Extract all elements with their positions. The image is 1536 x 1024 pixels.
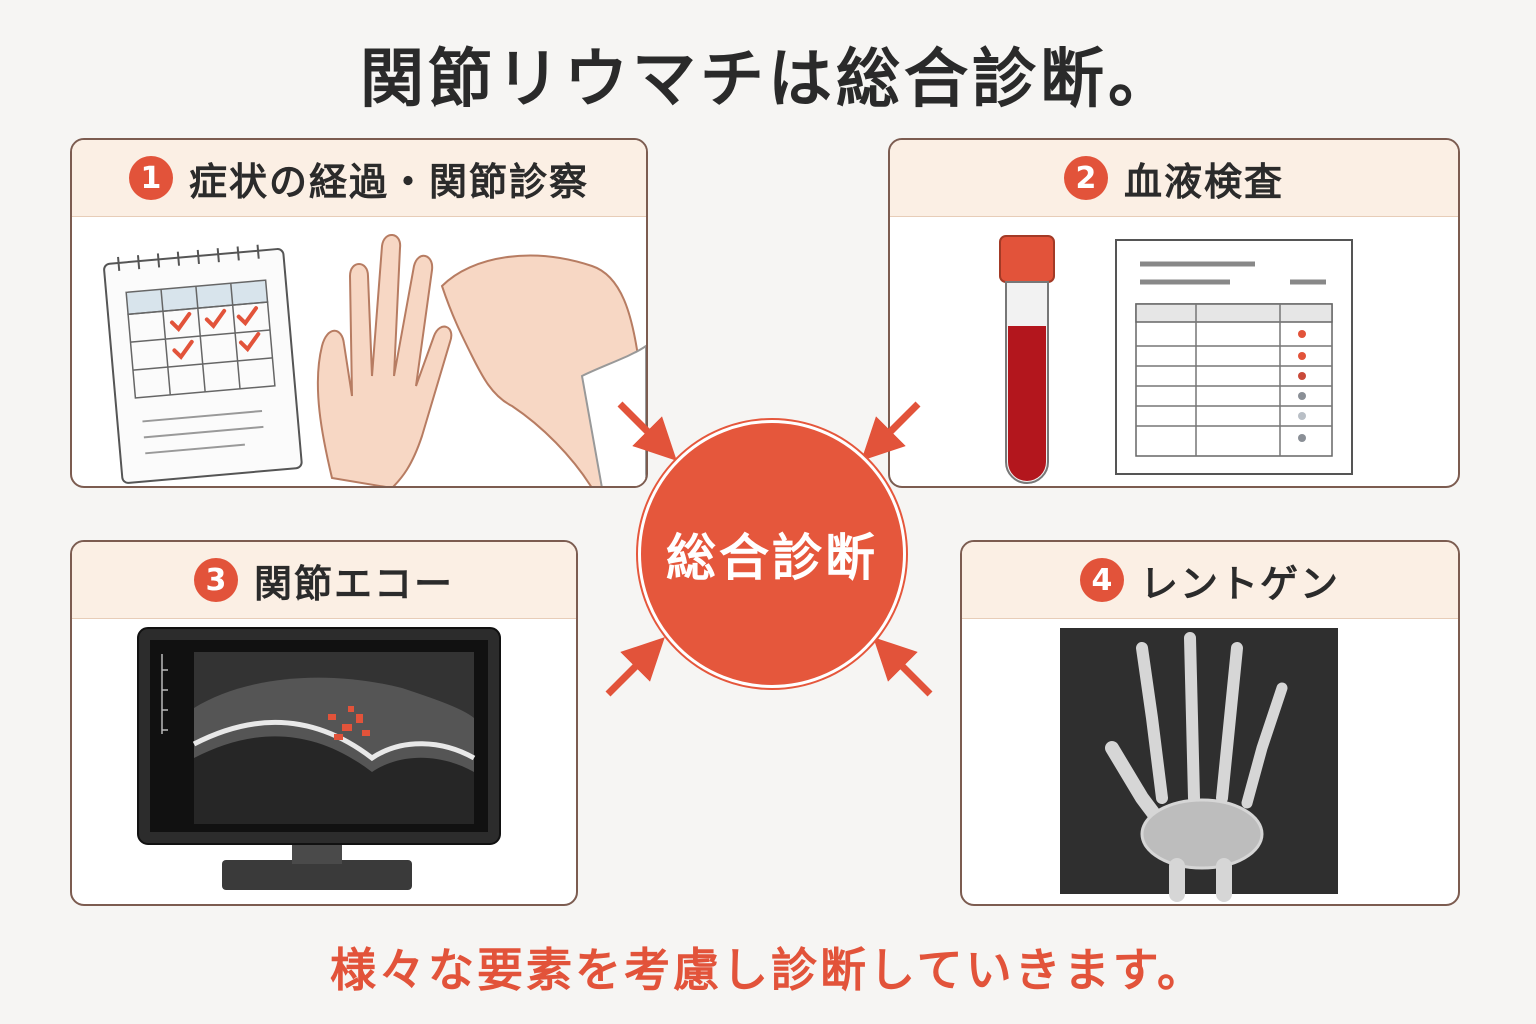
blood-tube-icon xyxy=(999,235,1055,484)
card-blood-test: 2 血液検査 xyxy=(888,138,1460,488)
step-number-badge: 4 xyxy=(1079,558,1124,602)
card-symptoms-exam: 1 症状の経過・関節診察 xyxy=(70,138,648,488)
step-number-badge: 1 xyxy=(128,156,173,200)
footer-message: 様々な要素を考慮し診断していきます。 xyxy=(329,943,1207,997)
card-title: レントゲン xyxy=(1139,561,1340,606)
hub-label: 総合診断 xyxy=(666,529,878,587)
card-header: 3 関節エコー xyxy=(72,542,576,619)
monitor-icon xyxy=(137,627,501,890)
xray-illustration xyxy=(1060,628,1338,902)
card-xray: 4 レントゲン xyxy=(960,540,1460,906)
hand-bones-icon xyxy=(1105,632,1288,902)
card-header: 2 血液検査 xyxy=(890,140,1458,217)
lab-report-icon xyxy=(1115,239,1353,475)
step-number-badge: 2 xyxy=(1063,156,1108,200)
card-title: 症状の経過・関節診察 xyxy=(188,159,589,204)
ultrasound-monitor-illustration xyxy=(137,627,501,890)
card-header: 1 症状の経過・関節診察 xyxy=(72,140,646,217)
hand-exam-icon xyxy=(316,234,646,486)
card-header: 4 レントゲン xyxy=(962,542,1458,619)
card-joint-ultrasound: 3 関節エコー xyxy=(70,540,578,906)
hub-total-diagnosis: 総合診断 xyxy=(638,420,906,688)
blood-test-illustration xyxy=(999,235,1353,484)
calendar-hand-illustration xyxy=(103,234,646,486)
card-title: 血液検査 xyxy=(1123,159,1284,204)
checkmark-icon xyxy=(169,306,261,360)
page-title: 関節リウマチは総合診断。 xyxy=(360,43,1176,117)
arrow-from-card4 xyxy=(873,637,933,697)
arrow-from-card3 xyxy=(605,637,665,697)
card-title: 関節エコー xyxy=(253,561,454,606)
step-number-badge: 3 xyxy=(193,558,238,602)
